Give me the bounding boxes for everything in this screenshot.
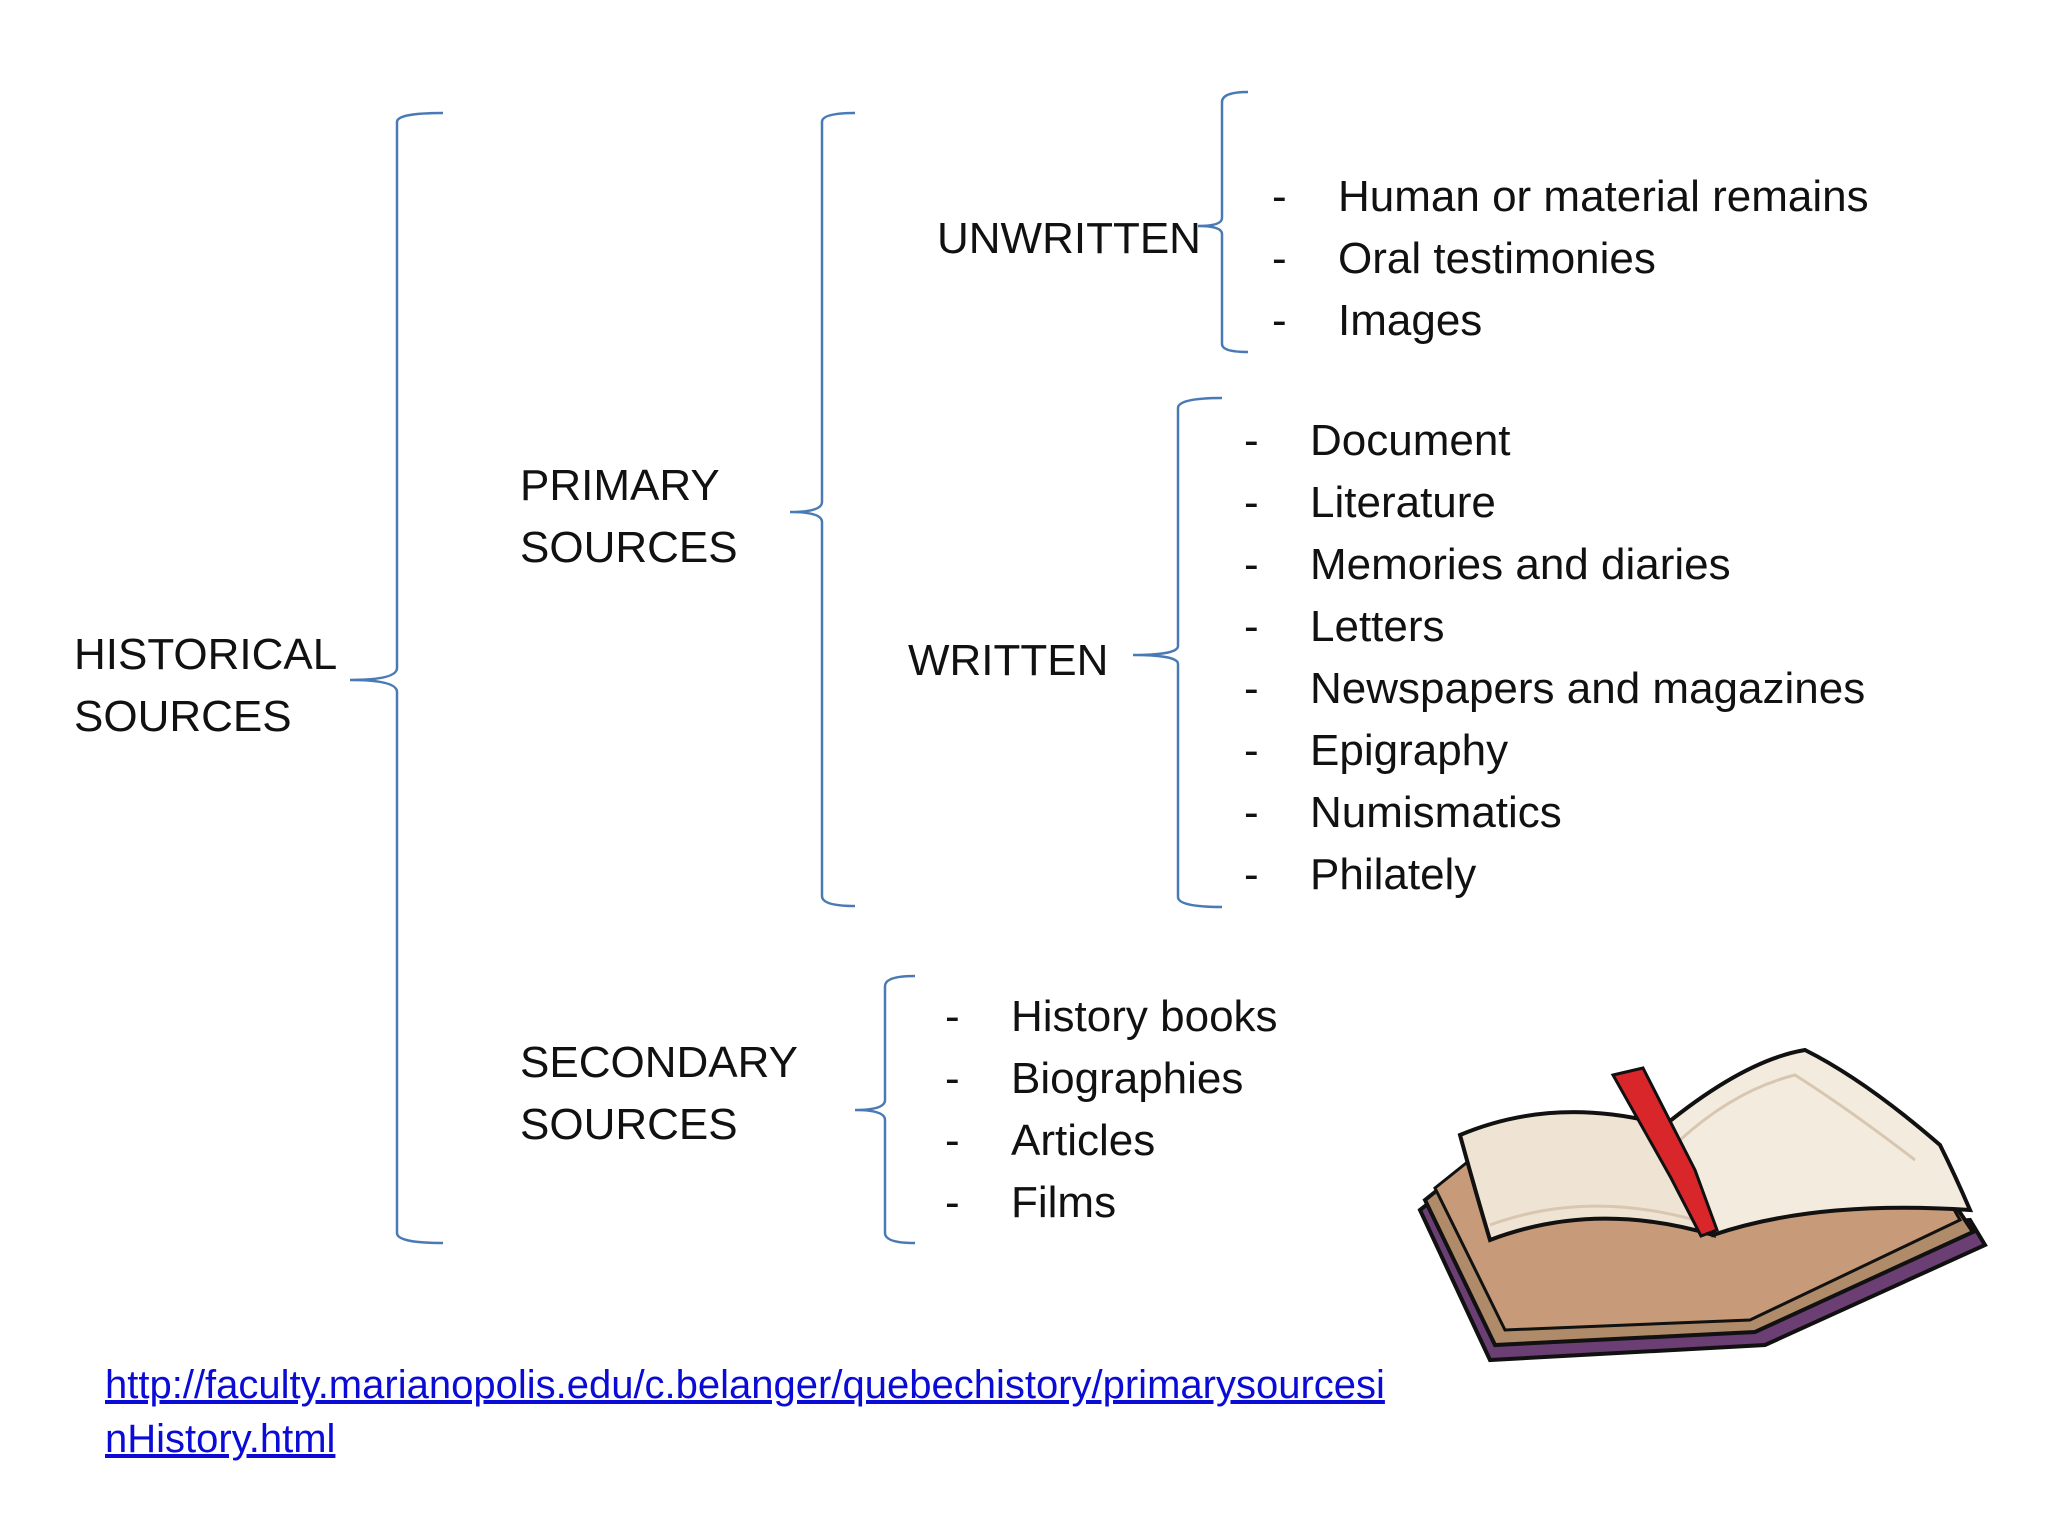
item-text: Philately — [1310, 850, 1477, 899]
secondary-label-line1: SECONDARY — [520, 1038, 798, 1087]
list-item: - Numismatics — [1244, 782, 1562, 844]
open-book-icon — [1417, 1047, 1988, 1363]
list-item: - Literature — [1244, 472, 1496, 534]
bullet-dash: - — [945, 992, 960, 1041]
bullet-dash: - — [1244, 664, 1259, 713]
bullet-dash: - — [945, 1116, 960, 1165]
item-text: Literature — [1310, 478, 1496, 527]
item-text: History books — [1011, 992, 1278, 1041]
list-item: - Human or material remains — [1272, 166, 1869, 228]
bullet-dash: - — [945, 1178, 960, 1227]
item-text: Oral testimonies — [1338, 234, 1656, 283]
root-label: HISTORICAL SOURCES — [74, 624, 337, 748]
bullet-dash: - — [1244, 416, 1259, 465]
item-text: Films — [1011, 1178, 1117, 1227]
secondary-label-line2: SOURCES — [520, 1100, 738, 1149]
list-item: - Memories and diaries — [1244, 534, 1731, 596]
item-text: Epigraphy — [1310, 726, 1509, 775]
item-text: Memories and diaries — [1310, 540, 1731, 589]
brace-primary — [789, 111, 856, 908]
list-item: - Oral testimonies — [1272, 228, 1656, 290]
bullet-dash: - — [1272, 296, 1287, 345]
brace-historical — [349, 111, 444, 1245]
root-label-line2: SOURCES — [74, 692, 292, 741]
list-item: - Articles — [945, 1110, 1155, 1172]
list-item: - Biographies — [945, 1048, 1243, 1110]
item-text: Letters — [1310, 602, 1445, 651]
primary-label: PRIMARY SOURCES — [520, 455, 738, 579]
list-item: - History books — [945, 986, 1278, 1048]
item-text: Biographies — [1011, 1054, 1244, 1103]
list-item: - Newspapers and magazines — [1244, 658, 1865, 720]
item-text: Newspapers and magazines — [1310, 664, 1866, 713]
source-link[interactable]: http://faculty.marianopolis.edu/c.belang… — [105, 1363, 1385, 1461]
bullet-dash: - — [1244, 788, 1259, 837]
bullet-dash: - — [945, 1054, 960, 1103]
primary-label-line2: SOURCES — [520, 523, 738, 572]
bullet-dash: - — [1244, 478, 1259, 527]
root-label-line1: HISTORICAL — [74, 630, 338, 679]
list-item: - Document — [1244, 410, 1511, 472]
list-item: - Images — [1272, 290, 1482, 352]
primary-label-line1: PRIMARY — [520, 461, 720, 510]
item-text: Numismatics — [1310, 788, 1562, 837]
bullet-dash: - — [1244, 726, 1259, 775]
bullet-dash: - — [1272, 172, 1287, 221]
written-label: WRITTEN — [908, 636, 1109, 685]
brace-unwritten — [1197, 90, 1249, 354]
item-text: Images — [1338, 296, 1483, 345]
item-text: Articles — [1011, 1116, 1156, 1165]
list-item: - Epigraphy — [1244, 720, 1508, 782]
item-text: Human or material remains — [1338, 172, 1869, 221]
bullet-dash: - — [1244, 602, 1259, 651]
item-text: Document — [1310, 416, 1511, 465]
brace-written — [1132, 396, 1223, 909]
list-item: - Films — [945, 1172, 1116, 1234]
list-item: - Letters — [1244, 596, 1445, 658]
list-item: - Philately — [1244, 844, 1476, 906]
secondary-label: SECONDARY SOURCES — [520, 1032, 798, 1156]
unwritten-label: UNWRITTEN — [937, 214, 1201, 263]
brace-secondary — [854, 974, 916, 1245]
bullet-dash: - — [1272, 234, 1287, 283]
bullet-dash: - — [1244, 850, 1259, 899]
bullet-dash: - — [1244, 540, 1259, 589]
